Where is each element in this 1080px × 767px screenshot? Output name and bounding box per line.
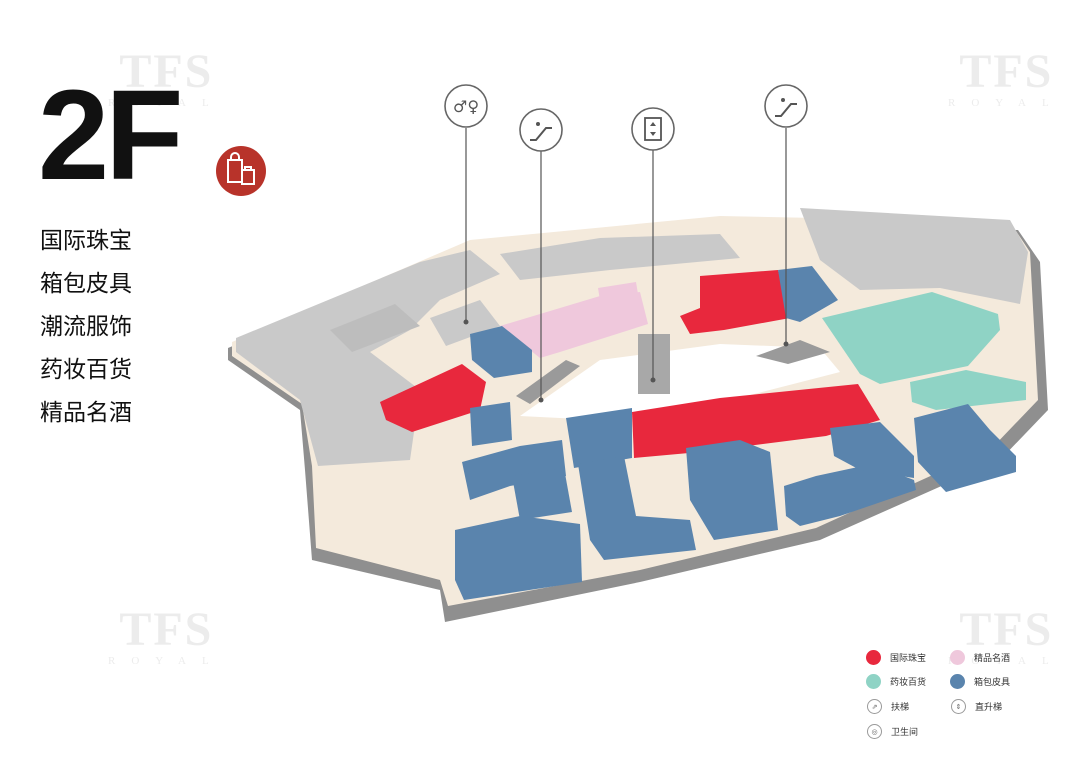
category-item: 潮流服饰 — [40, 314, 132, 340]
floor-title: 2F — [38, 64, 183, 207]
zone-liquor — [500, 292, 648, 358]
legend-item: ⇗ 扶梯 — [867, 699, 909, 714]
zone-cosmetics — [822, 292, 1000, 384]
escalator-icon — [764, 84, 808, 128]
escalator-structure — [516, 360, 580, 404]
legend-item: 药妆百货 — [866, 674, 926, 689]
escalator-icon — [519, 108, 563, 152]
legend-item: 国际珠宝 — [866, 650, 926, 665]
zone-leather — [455, 266, 1016, 600]
leather-swatch — [950, 674, 965, 689]
escalator-icon: ⇗ — [867, 699, 882, 714]
floor-slab-edge — [228, 222, 1048, 622]
svg-text:♂♀: ♂♀ — [453, 97, 479, 116]
zone-cosmetics — [910, 370, 1026, 410]
cosmetics-swatch — [866, 674, 881, 689]
service-area — [236, 250, 500, 466]
legend-item: 精品名酒 — [950, 650, 1010, 665]
legend-item: ⇕ 直升梯 — [951, 699, 1002, 714]
service-area — [430, 300, 500, 346]
restroom-icon: ♂♀ — [444, 84, 488, 128]
zone-jewelry — [380, 364, 486, 432]
service-area — [800, 208, 1028, 304]
legend-item: 箱包皮具 — [950, 674, 1010, 689]
category-list: 国际珠宝 箱包皮具 潮流服饰 药妆百货 精品名酒 — [40, 220, 132, 435]
elevator-icon: ⇕ — [951, 699, 966, 714]
zone-jewelry — [632, 384, 880, 458]
zone-liquor — [598, 282, 642, 326]
escalator-structure — [756, 340, 830, 364]
jewelry-swatch — [866, 650, 881, 665]
zone-jewelry — [680, 270, 790, 334]
service-area — [500, 234, 740, 280]
category-item: 精品名酒 — [40, 400, 132, 426]
shopping-bag-badge-icon — [216, 146, 266, 196]
category-item: 箱包皮具 — [40, 271, 132, 297]
elevator-structure — [638, 334, 670, 394]
legend-item: ◎ 卫生间 — [867, 724, 918, 739]
atrium-void — [520, 344, 840, 420]
floor-surface — [232, 216, 1038, 606]
category-item: 国际珠宝 — [40, 228, 132, 254]
service-area — [330, 304, 420, 352]
elevator-icon — [631, 107, 675, 151]
restroom-icon: ◎ — [867, 724, 882, 739]
liquor-swatch — [950, 650, 965, 665]
category-item: 药妆百货 — [40, 357, 132, 383]
